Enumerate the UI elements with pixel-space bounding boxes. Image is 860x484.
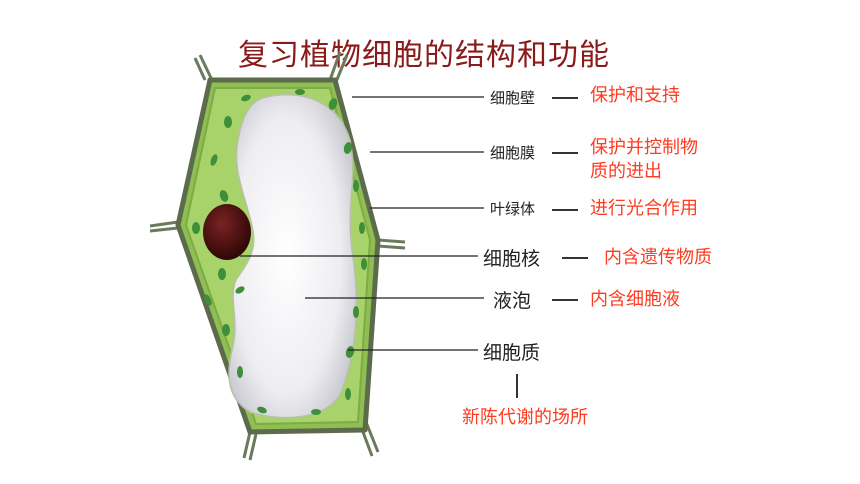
adjacent-cell-walls	[149, 51, 406, 461]
label-cell-membrane: 细胞膜	[490, 144, 536, 162]
connector-vertical	[516, 374, 518, 398]
connector-dash	[552, 209, 578, 211]
nucleus	[203, 204, 251, 260]
function-cell-wall: 保护和支持	[590, 85, 680, 106]
function-cell-membrane-line1: 保护并控制物	[590, 137, 698, 158]
connector-dash	[552, 152, 578, 154]
label-cytoplasm: 细胞质	[483, 342, 541, 364]
function-cell-membrane-line2: 质的进出	[590, 161, 662, 182]
chloroplasts	[192, 89, 367, 415]
function-chloroplast: 进行光合作用	[590, 198, 698, 219]
connector-dash	[552, 97, 578, 99]
function-cytoplasm: 新陈代谢的场所	[462, 407, 588, 428]
label-cell-wall: 细胞壁	[490, 89, 536, 107]
function-nucleus: 内含遗传物质	[604, 247, 712, 268]
connector-dash	[552, 299, 578, 301]
page-title: 复习植物细胞的结构和功能	[238, 38, 610, 73]
label-chloroplast: 叶绿体	[490, 200, 536, 218]
function-vacuole: 内含细胞液	[590, 289, 680, 310]
label-vacuole: 液泡	[493, 290, 532, 312]
leader-lines	[240, 96, 484, 351]
connector-dash	[562, 257, 588, 259]
label-nucleus: 细胞核	[483, 248, 541, 270]
